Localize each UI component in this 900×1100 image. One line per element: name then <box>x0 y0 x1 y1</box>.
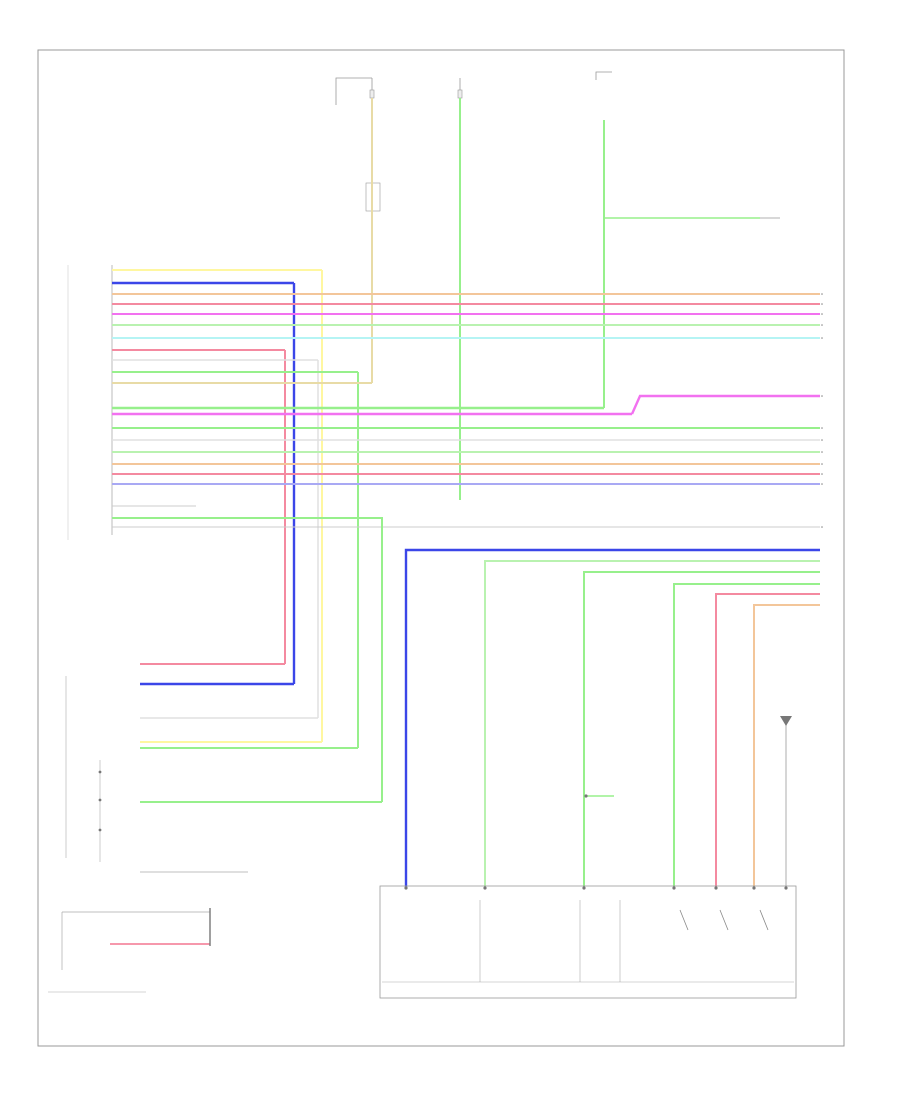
bottom-module <box>379 885 797 999</box>
switch-block <box>65 663 382 873</box>
right-pin-markers <box>821 293 823 528</box>
fuse-a <box>335 77 375 105</box>
antenna-icon <box>780 716 792 888</box>
fuse-d <box>595 71 612 80</box>
mode-switch <box>48 908 211 993</box>
fuse-b <box>457 78 463 99</box>
module-wires <box>404 548 820 888</box>
bus-wires <box>112 269 820 802</box>
power-mode-unit <box>67 265 113 540</box>
diagram-frame <box>37 49 845 1047</box>
